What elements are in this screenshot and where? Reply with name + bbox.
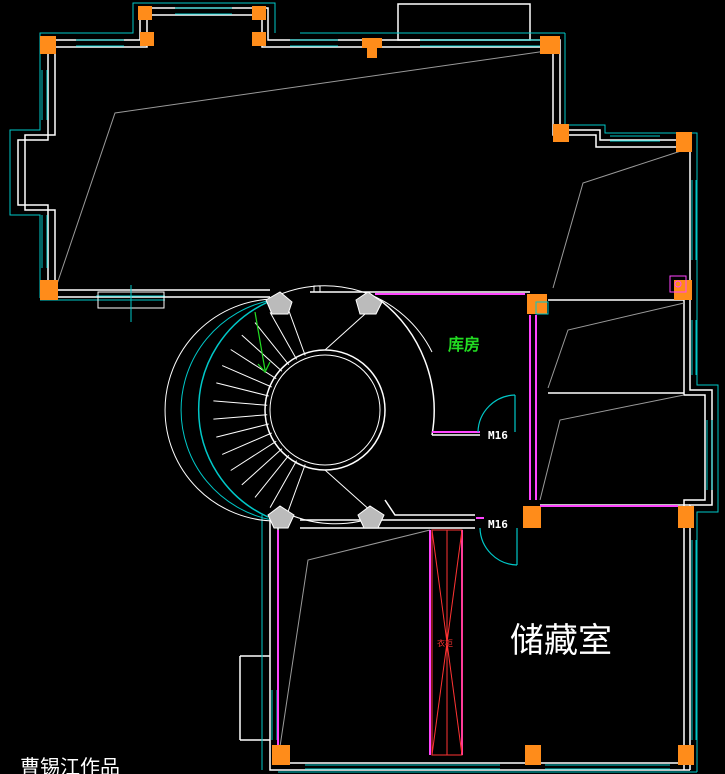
stair-arrow-head bbox=[257, 361, 271, 374]
room-guides bbox=[54, 49, 685, 761]
stair-direction-arrow bbox=[254, 311, 266, 371]
stair-tread bbox=[222, 432, 272, 455]
stair-outer-edge-3 bbox=[164, 298, 277, 522]
stair-tread bbox=[286, 464, 306, 516]
stair-tread bbox=[269, 460, 298, 508]
storage-room-label: 储藏室 bbox=[510, 621, 612, 661]
wardrobe-label: 衣柜 bbox=[437, 638, 453, 648]
stair-treads bbox=[213, 304, 306, 516]
wall-finish-lines bbox=[9, 2, 719, 773]
spiral-stair bbox=[164, 285, 433, 529]
partitions bbox=[277, 293, 678, 755]
stair-core-inner bbox=[269, 354, 381, 466]
storeroom-label: 库房 bbox=[448, 335, 480, 354]
stair-tread bbox=[241, 448, 283, 486]
stair-rail bbox=[267, 285, 433, 353]
stair-tread bbox=[213, 400, 268, 406]
stair-tread bbox=[254, 322, 290, 366]
stair-tread bbox=[230, 440, 277, 471]
stair-tread bbox=[216, 382, 269, 397]
stair-post-1 bbox=[265, 291, 293, 315]
doors bbox=[477, 394, 518, 566]
stair-tread bbox=[213, 414, 268, 420]
door-label-m16-upper: M16 bbox=[488, 429, 508, 442]
stair-tread bbox=[230, 349, 277, 380]
stair-tread bbox=[222, 365, 272, 388]
stair-outer-edge-2 bbox=[180, 299, 273, 521]
windows bbox=[41, 7, 713, 770]
misc-details bbox=[97, 275, 687, 322]
stair-post-3 bbox=[267, 505, 295, 529]
columns bbox=[40, 6, 694, 765]
author-credit: 曹锡江作品 bbox=[20, 755, 120, 774]
stair-tread bbox=[216, 423, 269, 438]
stair-post-2 bbox=[355, 291, 383, 315]
stair-outer-edge bbox=[197, 301, 269, 518]
stair-core-outer bbox=[264, 349, 386, 471]
stair-tread bbox=[254, 454, 290, 498]
wardrobe bbox=[431, 529, 463, 756]
stair-post-4 bbox=[357, 505, 385, 529]
stair-tread bbox=[269, 312, 298, 360]
stair-tread bbox=[286, 304, 306, 356]
door-label-m16-lower: M16 bbox=[488, 518, 508, 531]
